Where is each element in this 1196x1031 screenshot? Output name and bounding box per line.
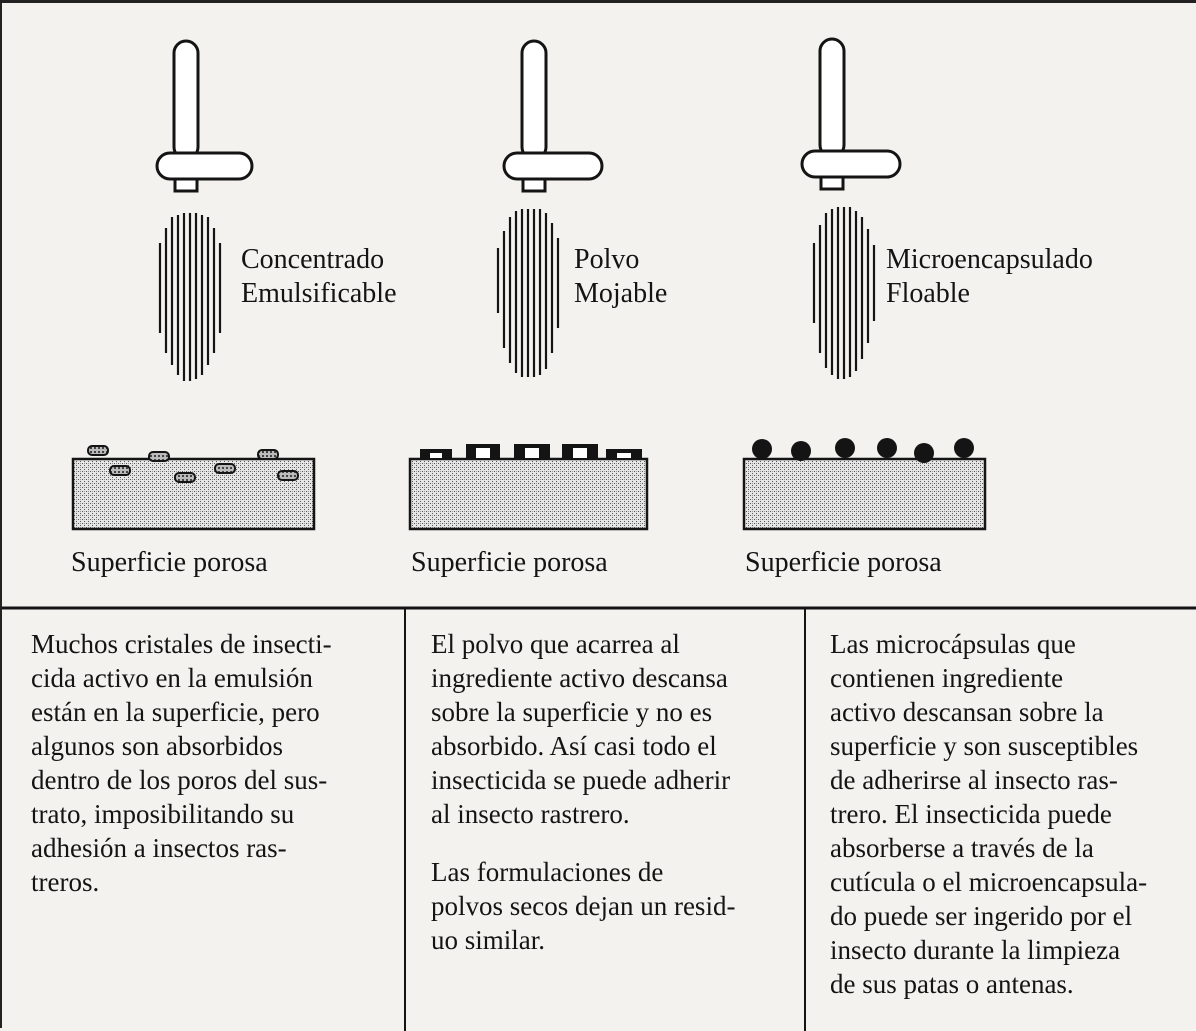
sprayer-icon-2: [502, 39, 604, 193]
formulation-label-2-line-1: Polvo: [574, 244, 640, 275]
spray-cone-icon-3: [812, 207, 876, 379]
formulation-label-1: Concentrado Emulsificable: [241, 243, 397, 311]
porous-surface-icon-3: [742, 438, 987, 531]
spray-cone-icon-1: [158, 213, 222, 381]
spray-cone-icon-2: [496, 209, 560, 377]
table-grid: [2, 606, 1196, 1031]
porous-surface-icon-2: [408, 444, 649, 531]
surface-label-1: Superficie porosa: [71, 547, 268, 578]
formulation-label-3-line-2: Floable: [886, 278, 970, 309]
description-cell-3: Las microcápsulas que contienen ingredie…: [830, 627, 1195, 1001]
description-3-paragraph-1: Las microcápsulas que contienen ingredie…: [830, 629, 1148, 999]
surface-label-2: Superficie porosa: [411, 547, 608, 578]
description-cell-2: El polvo que acarrea al ingrediente acti…: [431, 627, 801, 957]
formulation-label-1-line-2: Emulsificable: [241, 278, 397, 309]
formulation-diagram: [2, 37, 1196, 1031]
formulation-label-3: Microencapsulado Floable: [886, 243, 1093, 311]
formulation-label-3-line-1: Microencapsulado: [886, 244, 1093, 275]
sprayer-icon-1: [155, 39, 254, 193]
formulation-label-2: Polvo Mojable: [574, 243, 667, 311]
description-2-paragraph-2: Las formulaciones de polvos secos dejan …: [431, 857, 736, 955]
formulation-label-2-line-2: Mojable: [574, 278, 668, 309]
description-2-paragraph-1: El polvo que acarrea al ingrediente acti…: [431, 629, 731, 829]
formulation-label-1-line-1: Concentrado: [241, 244, 385, 275]
surface-label-3: Superficie porosa: [745, 547, 942, 578]
description-1-paragraph-1: Muchos cristales de insecti- cida activo…: [31, 629, 332, 897]
porous-surface-icon-1: [71, 445, 316, 531]
sprayer-icon-3: [800, 37, 902, 191]
description-cell-1: Muchos cristales de insecti- cida activo…: [31, 627, 401, 899]
